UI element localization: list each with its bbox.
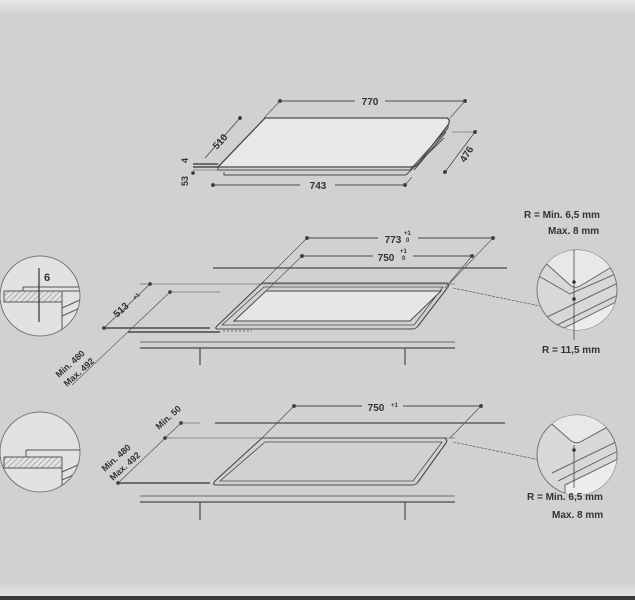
cutout-outer-width-label: 773 [385, 235, 402, 246]
width-label: 770 [362, 97, 379, 108]
standard-mount-view [116, 404, 541, 520]
corner-radius-max-label: Max. 8 mm [548, 226, 599, 237]
corner-radius-min-label: R = Min. 6,5 mm [524, 210, 600, 221]
cutout-outer-depth-label: 513 [112, 301, 132, 321]
rebate-detail-icon: 6 [0, 255, 81, 337]
wall-distance-label: Min. 50 [154, 404, 183, 432]
corner-radius-detail-icon [536, 249, 618, 340]
standard-corner-radius-detail-icon [536, 414, 618, 496]
bottom-border [0, 596, 635, 600]
inner-width-tol-bottom: 0 [402, 256, 406, 262]
worktop-edge-detail-icon [0, 411, 81, 493]
height-label: 53 [180, 176, 190, 186]
top-gradient [0, 0, 635, 16]
bottom-depth-label: 476 [458, 144, 476, 164]
inner-width-tol-top: +1 [400, 249, 408, 255]
bottom-gradient [0, 582, 635, 596]
outer-width-tol-top: +1 [404, 231, 412, 237]
cutout-inner-width-label: 750 [378, 253, 395, 264]
corner-radius-outer-label: R = 11,5 mm [542, 345, 600, 356]
depth-label: 510 [211, 132, 231, 152]
standard-corner-radius-max-label: Max. 8 mm [552, 510, 603, 521]
rebate-depth-label: 6 [44, 272, 50, 284]
glass-thickness-label: 4 [180, 158, 190, 163]
standard-width-tol: +1 [391, 403, 399, 409]
standard-cutout-width-label: 750 [368, 403, 385, 414]
standard-corner-radius-min-label: R = Min. 6,5 mm [527, 492, 603, 503]
flush-mount-view [71, 236, 541, 386]
bottom-width-label: 743 [310, 181, 327, 192]
outer-width-tol-bottom: 0 [406, 238, 410, 244]
hob-dimensions-view [191, 99, 477, 187]
outer-depth-tol: +1 [132, 292, 142, 301]
